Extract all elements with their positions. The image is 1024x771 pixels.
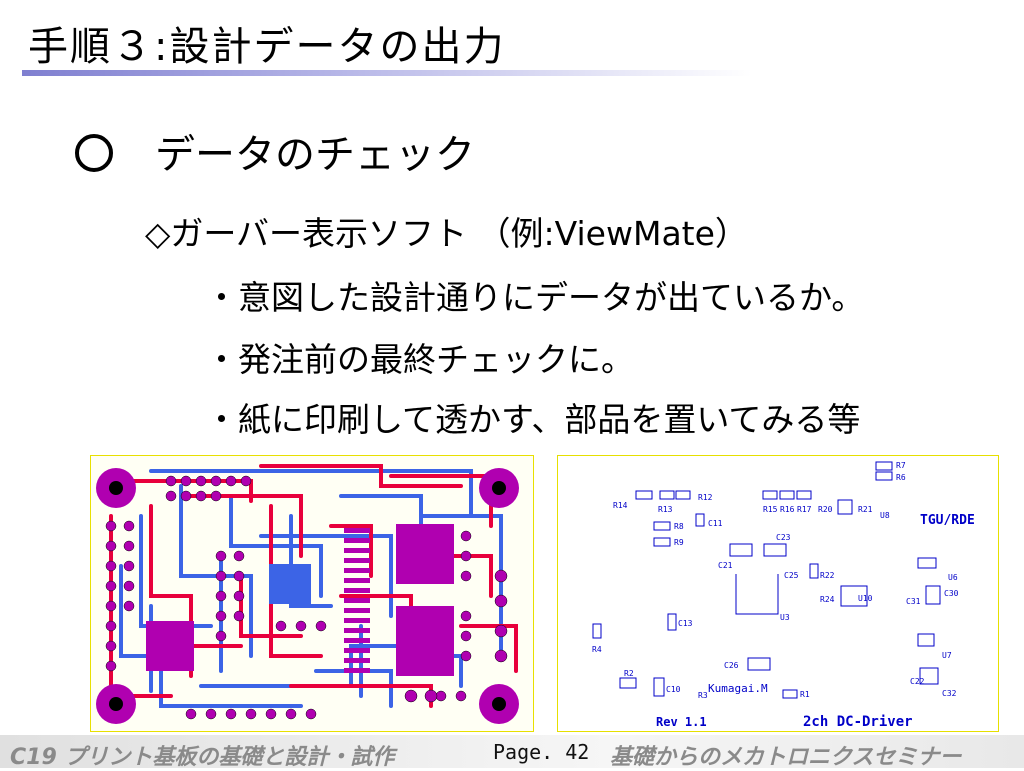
silk-ref-label: U10 xyxy=(858,594,873,603)
silk-ref-label: R13 xyxy=(658,505,673,514)
silk-ref-label: R16 xyxy=(780,505,795,514)
slide-title: 手順３:設計データの出力 xyxy=(28,24,506,70)
silk-ref-label: R14 xyxy=(613,501,628,510)
silk-ref-label: R8 xyxy=(674,522,684,531)
silk-ref-label: C21 xyxy=(718,561,733,570)
silk-ref-label: C31 xyxy=(906,597,921,606)
silk-ref-label: R1 xyxy=(800,690,810,699)
title-underline xyxy=(22,70,752,76)
silk-ref-label: C11 xyxy=(708,519,723,528)
silk-ref-label: C30 xyxy=(944,589,959,598)
silk-ref-label: R7 xyxy=(896,461,906,470)
pcb-copper-image xyxy=(90,455,534,732)
silk-ref-label: C25 xyxy=(784,571,799,580)
silk-ref-label: U8 xyxy=(880,511,890,520)
silk-ref-label: R22 xyxy=(820,571,835,580)
footer-course-title: C19 プリント基板の基礎と設計・試作 xyxy=(10,745,395,770)
footer-seminar-name: 基礎からのメカトロニクスセミナー xyxy=(610,745,962,770)
silk-ref-label: U6 xyxy=(948,573,958,582)
silk-author-label: Kumagai.M xyxy=(708,682,768,695)
section-heading: データのチェック xyxy=(75,132,475,178)
section-heading-text: データのチェック xyxy=(155,132,475,178)
silk-ref-label: C26 xyxy=(724,661,739,670)
silk-org-label: TGU/RDE xyxy=(920,513,975,528)
silk-ref-label: C23 xyxy=(776,533,791,542)
silk-ref-label: R2 xyxy=(624,669,634,678)
pcb-silkscreen-drawing: R7 R6 R12 R13 R14 R15 R16 R17 R20 R21 U8… xyxy=(592,461,975,730)
silk-ref-label: R20 xyxy=(818,505,833,514)
circle-bullet-icon xyxy=(75,134,113,172)
silk-ref-label: R21 xyxy=(858,505,873,514)
silk-ref-label: R9 xyxy=(674,538,684,547)
pcb-copper-drawing xyxy=(96,464,519,724)
silk-ref-label: C22 xyxy=(910,677,925,686)
silk-ref-label: R17 xyxy=(797,505,812,514)
silk-ref-label: R3 xyxy=(698,691,708,700)
bullet-item: ・発注前の最終チェックに。 xyxy=(205,340,634,379)
silk-ref-label: U7 xyxy=(942,651,952,660)
silk-ref-label: C32 xyxy=(942,689,957,698)
silk-revision-label: Rev 1.1 xyxy=(656,715,707,729)
silk-board-name-label: 2ch DC-Driver xyxy=(803,714,913,730)
silk-ref-label: R4 xyxy=(592,645,602,654)
bullet-item: ・紙に印刷して透かす、部品を置いてみる等 xyxy=(205,400,861,439)
silk-ref-label: R15 xyxy=(763,505,778,514)
pcb-silkscreen-image: R7 R6 R12 R13 R14 R15 R16 R17 R20 R21 U8… xyxy=(557,455,999,732)
footer-page-number: Page. 42 xyxy=(493,740,590,764)
bullet-item: ・意図した設計通りにデータが出ているか。 xyxy=(205,278,865,317)
silk-ref-label: C10 xyxy=(666,685,681,694)
silk-ref-label: U3 xyxy=(780,613,790,622)
slide-footer: C19 プリント基板の基礎と設計・試作 Page. 42 基礎からのメカトロニク… xyxy=(0,735,1024,770)
silk-ref-label: R12 xyxy=(698,493,713,502)
silk-ref-label: C13 xyxy=(678,619,693,628)
silk-ref-label: R24 xyxy=(820,595,835,604)
silk-ref-label: R6 xyxy=(896,473,906,482)
subheading: ◇ガーバー表示ソフト （例:ViewMate） xyxy=(145,214,748,253)
